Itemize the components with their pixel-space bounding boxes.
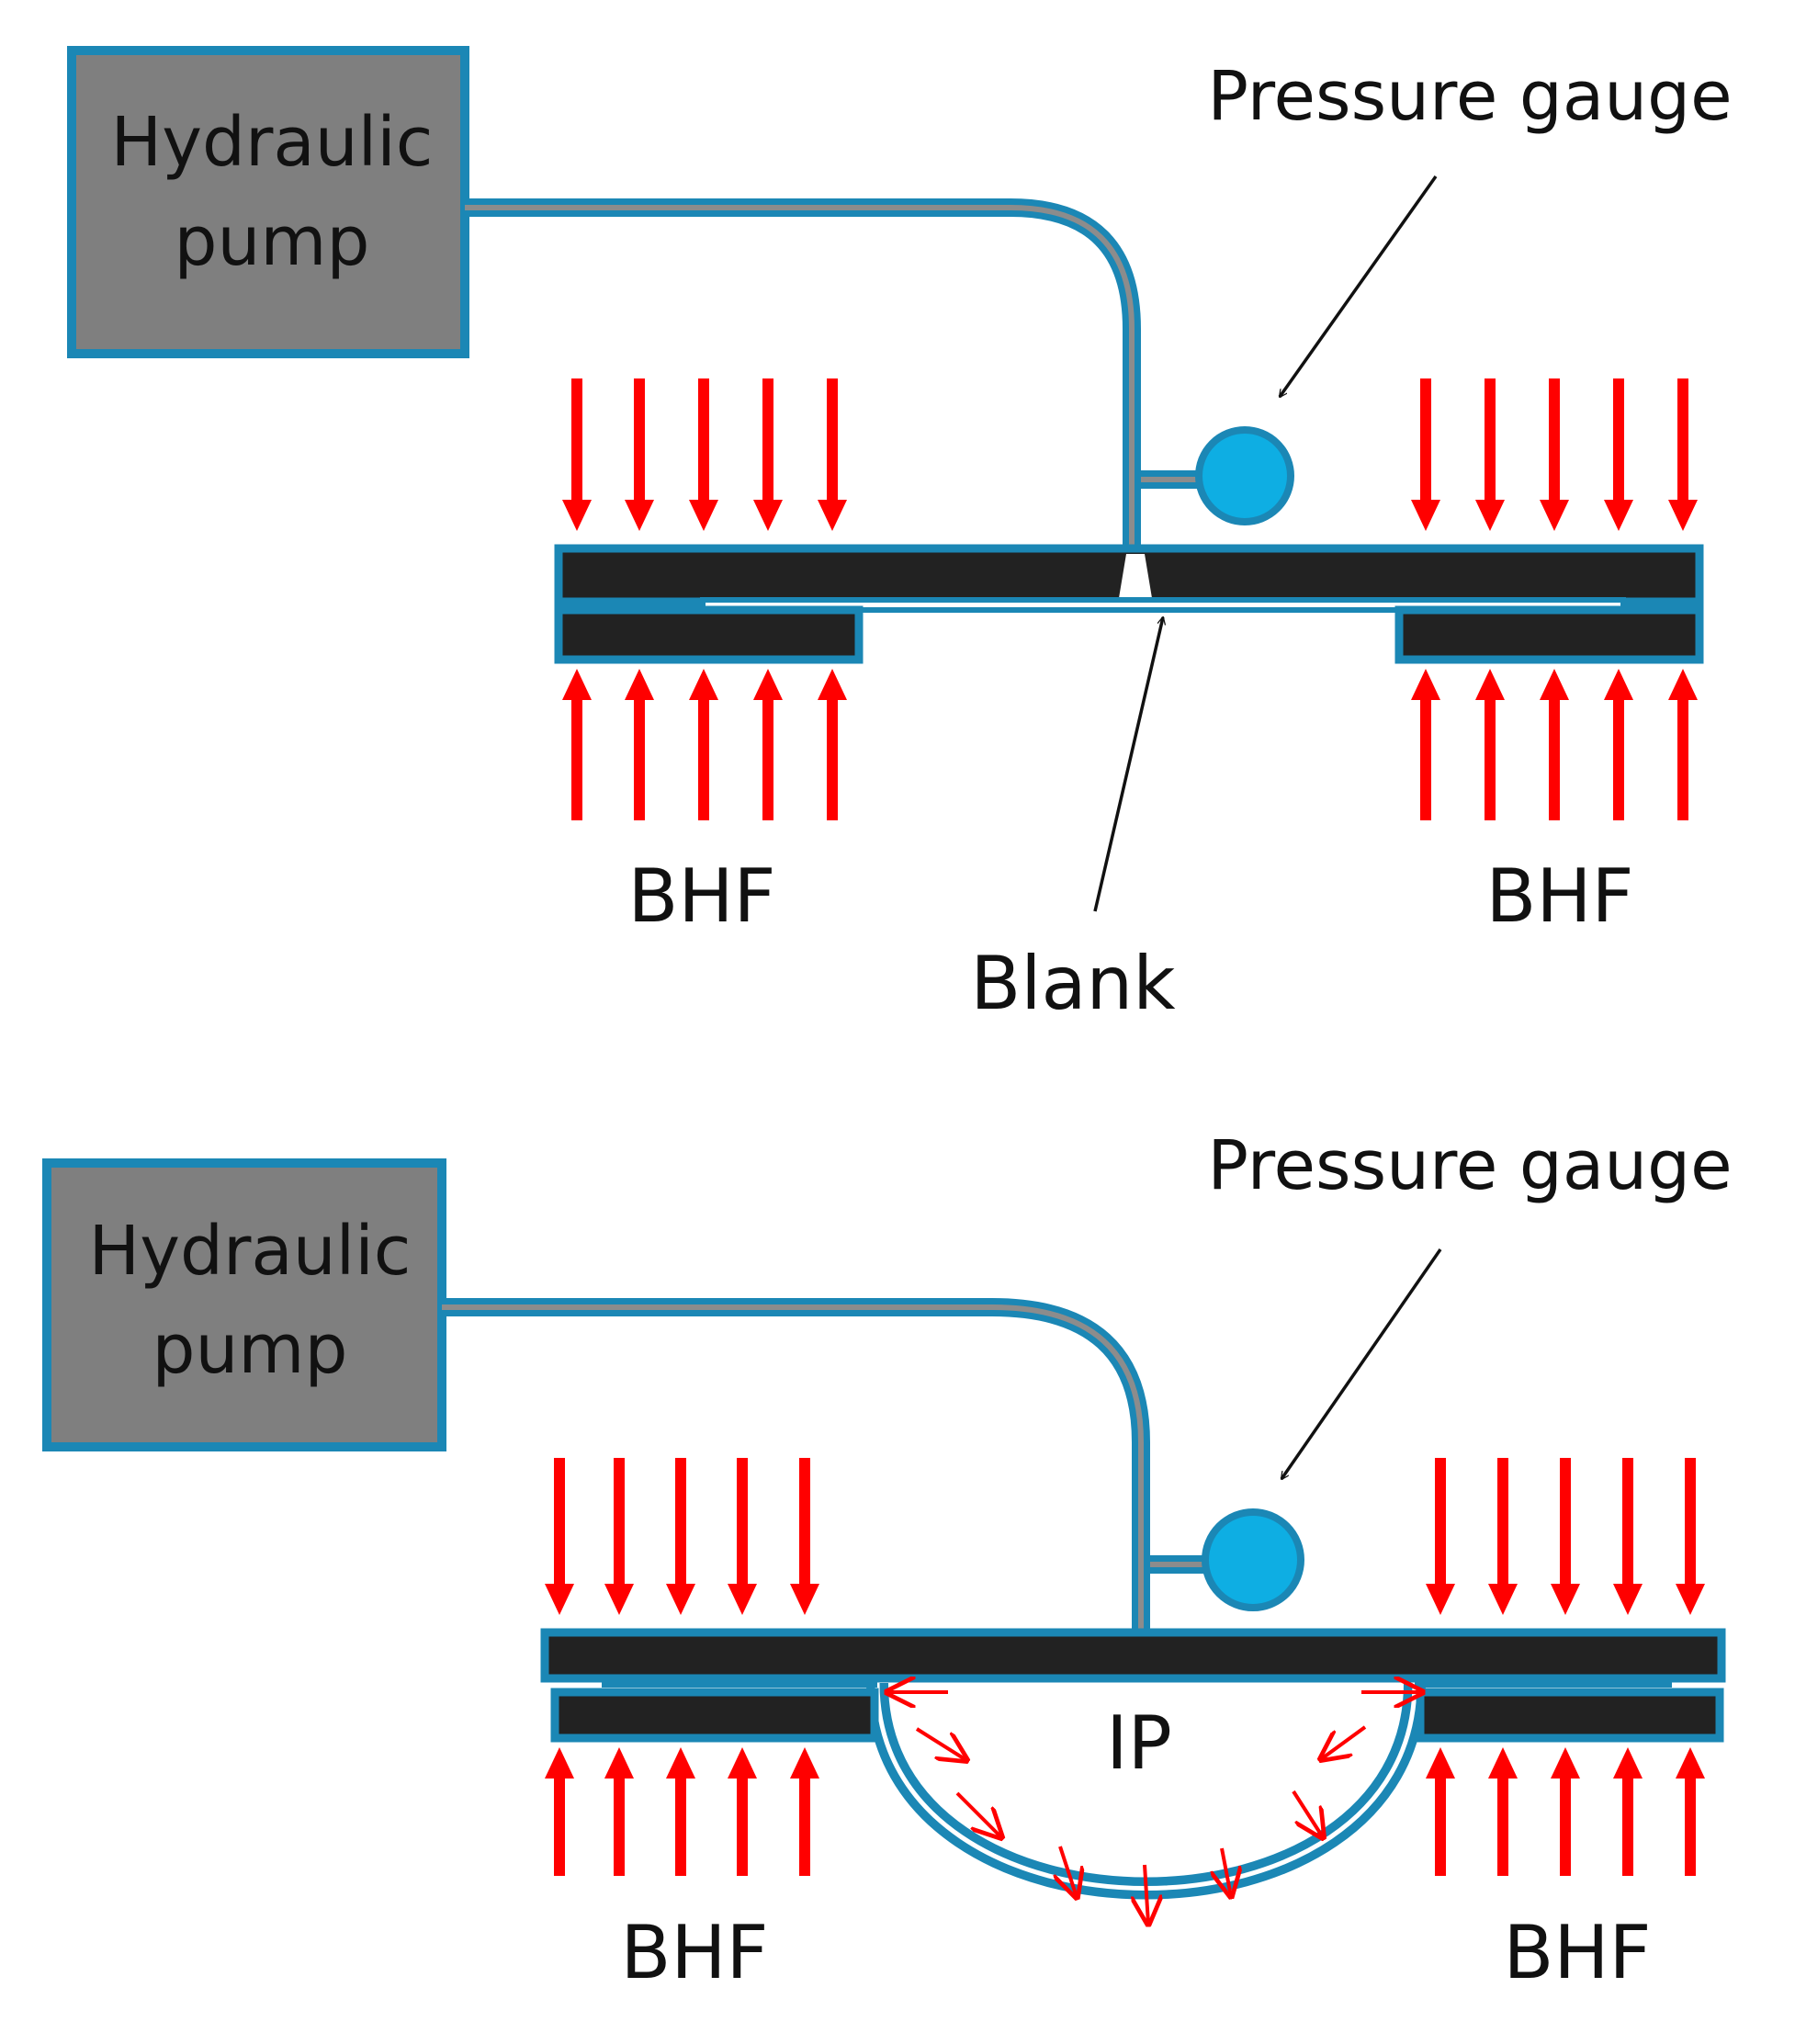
ip-arrow-7 (1060, 1846, 1077, 1897)
top-force-up-left-arrow-5 (818, 669, 847, 820)
top-blank-sheet (700, 597, 1626, 613)
bottom-force-down-right-arrow-2 (1488, 1458, 1518, 1615)
bottom-force-down-left-arrow-2 (604, 1458, 634, 1615)
bottom-force-down-right-arrow-5 (1676, 1458, 1705, 1615)
top-blank-label: Blank (970, 941, 1176, 1026)
top-force-up-right-arrow-4 (1604, 669, 1633, 820)
bottom-force-up-right-arrow-1 (1426, 1747, 1455, 1876)
bottom-force-down-right-arrow-4 (1613, 1458, 1643, 1615)
internal-pressure-arrows (887, 1692, 1422, 1924)
top-gauge-circle (1195, 426, 1294, 525)
top-force-down-left-arrow-1 (562, 378, 592, 531)
top-force-up-right-arrow-5 (1668, 669, 1698, 820)
bottom-force-down-left-arrow-4 (728, 1458, 757, 1615)
top-force-down-left-arrow-4 (753, 378, 783, 531)
bottom-gauge-pointer (1280, 1248, 1442, 1479)
bottom-force-down-right-arrow-3 (1551, 1458, 1580, 1615)
top-pipe (465, 198, 1141, 549)
top-pump-box (67, 46, 469, 358)
bottom-force-up-left-arrow-3 (666, 1747, 695, 1876)
top-force-down-right-arrow-3 (1540, 378, 1569, 531)
top-force-up-left-arrow-3 (689, 669, 718, 820)
bottom-gauge (1150, 1508, 1304, 1611)
bottom-force-arrows (545, 1458, 1705, 1876)
top-force-down-left-arrow-2 (625, 378, 654, 531)
bottom-force-up-left-arrow-1 (545, 1747, 574, 1876)
bottom-panel: Hydraulic pump (42, 1126, 1733, 1995)
top-force-down-right-arrow-5 (1668, 378, 1698, 531)
ip-arrow-3 (915, 1727, 966, 1760)
top-gauge-pointer (1278, 175, 1438, 397)
bottom-force-up-left-arrow-2 (604, 1747, 634, 1876)
bottom-force-up-right-arrow-5 (1676, 1747, 1705, 1876)
bottom-force-down-left-arrow-5 (790, 1458, 819, 1615)
ip-arrow-5 (955, 1791, 1001, 1837)
bottom-bhf-left-label: BHF (620, 1910, 768, 1995)
bottom-force-up-right-arrow-4 (1613, 1747, 1643, 1876)
bottom-upper-die (540, 1628, 1726, 1683)
top-pump-label-line1: Hydraulic (111, 103, 434, 182)
bottom-pump-box (42, 1158, 446, 1451)
ip-label: IP (1106, 1700, 1172, 1786)
top-bhf-left-label: BHF (627, 853, 775, 939)
top-panel: Hydraulic pump Pressure gauge BHF (67, 46, 1733, 1026)
top-force-down-right-arrow-4 (1604, 378, 1633, 531)
top-force-up-left-arrow-4 (753, 669, 783, 820)
bottom-pump-label-line1: Hydraulic (89, 1212, 412, 1291)
top-left-blank-holder (554, 605, 864, 664)
top-force-down-right-arrow-1 (1411, 378, 1440, 531)
bottom-force-up-right-arrow-2 (1488, 1747, 1518, 1876)
bottom-force-down-right-arrow-1 (1426, 1458, 1455, 1615)
top-gauge-label: Pressure gauge (1207, 57, 1732, 136)
top-gauge (1141, 426, 1294, 525)
bottom-force-down-left-arrow-3 (666, 1458, 695, 1615)
ip-arrow-8 (1145, 1864, 1148, 1924)
top-pump: Hydraulic pump (67, 46, 469, 358)
bottom-force-up-left-arrow-5 (790, 1747, 819, 1876)
bottom-force-up-right-arrow-3 (1551, 1747, 1580, 1876)
top-die-hole (1119, 554, 1152, 598)
bottom-pipe (442, 1298, 1150, 1633)
top-force-down-right-arrow-2 (1475, 378, 1505, 531)
bottom-left-blank-holder (550, 1688, 879, 1743)
bottom-gauge-label: Pressure gauge (1207, 1126, 1732, 1205)
bottom-gauge-circle (1202, 1508, 1304, 1611)
top-right-blank-holder (1394, 605, 1704, 664)
top-force-up-right-arrow-2 (1475, 669, 1505, 820)
top-force-up-right-arrow-3 (1540, 669, 1569, 820)
ip-arrow-4 (1321, 1725, 1367, 1759)
top-force-down-left-arrow-5 (818, 378, 847, 531)
top-force-up-right-arrow-1 (1411, 669, 1440, 820)
top-force-up-left-arrow-2 (625, 669, 654, 820)
top-force-down-left-arrow-3 (689, 378, 718, 531)
bottom-bhf-right-label: BHF (1503, 1910, 1651, 1995)
top-blank-pointer (1093, 617, 1163, 912)
bottom-pump: Hydraulic pump (42, 1158, 446, 1451)
bottom-pump-label-line2: pump (152, 1310, 348, 1389)
bottom-force-up-left-arrow-4 (728, 1747, 757, 1876)
top-force-up-left-arrow-1 (562, 669, 592, 820)
bottom-right-blank-holder (1416, 1688, 1724, 1743)
top-force-arrows (562, 378, 1698, 820)
bottom-force-down-left-arrow-1 (545, 1458, 574, 1615)
top-bhf-right-label: BHF (1485, 853, 1633, 939)
ip-arrow-9 (1222, 1847, 1231, 1896)
top-pump-label-line2: pump (175, 202, 370, 281)
ip-arrow-6 (1292, 1790, 1323, 1837)
